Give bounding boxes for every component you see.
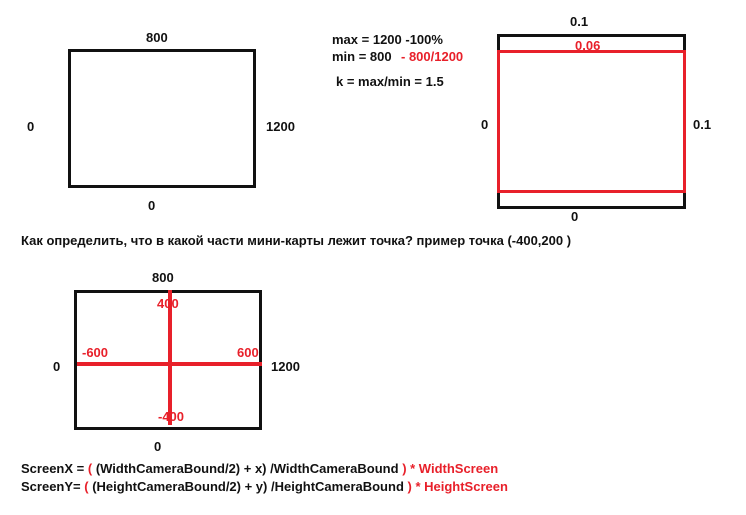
question-text: Как определить, что в какой части мини-к…	[21, 233, 572, 248]
min-note: min = 800	[332, 49, 392, 64]
rect1-right-label: 1200	[266, 119, 295, 134]
rect1-bottom-label: 0	[148, 198, 156, 213]
rect3-top-label: 800	[152, 270, 174, 285]
rect3-bottom-label: 0	[154, 439, 162, 454]
minimap-inner-rect	[497, 50, 686, 193]
formula-x-prefix: ScreenX =	[21, 461, 88, 476]
formula-y-open: (	[84, 479, 93, 494]
axis-right-label: 600	[237, 345, 259, 360]
min-ratio-note: - 800/1200	[401, 49, 464, 64]
rect1-left-label: 0	[27, 119, 35, 134]
formula-screen-x: ScreenX = ( (WidthCameraBound/2) + x) /W…	[21, 462, 498, 475]
horizontal-axis	[77, 362, 262, 366]
formula-x-open: (	[87, 461, 96, 476]
k-note: k = max/min = 1.5	[336, 74, 444, 89]
rect2-left-label: 0	[481, 117, 489, 132]
rect1-top-label: 800	[146, 30, 168, 45]
vertical-axis	[168, 290, 172, 425]
rect2-top-label: 0.1	[570, 14, 589, 29]
rect2-inner-top-label: 0.06	[575, 38, 601, 53]
max-note: max = 1200 -100%	[332, 32, 443, 47]
formula-y-suffix: ) * HeightScreen	[407, 479, 508, 494]
rect3-left-label: 0	[53, 359, 61, 374]
rect2-bottom-label: 0	[571, 209, 579, 224]
formula-x-body: (WidthCameraBound/2) + x) /WidthCameraBo…	[95, 461, 403, 476]
formula-y-prefix: ScreenY=	[21, 479, 85, 494]
screen-rect	[68, 49, 256, 188]
formula-y-body: (HeightCameraBound/2) + y) /HeightCamera…	[92, 479, 408, 494]
axis-top-label: 400	[157, 296, 179, 311]
rect2-right-label: 0.1	[693, 117, 712, 132]
rect3-right-label: 1200	[271, 359, 300, 374]
formula-x-suffix: ) * WidthScreen	[402, 461, 499, 476]
formula-screen-y: ScreenY= ( (HeightCameraBound/2) + y) /H…	[21, 480, 508, 493]
axis-left-label: -600	[82, 345, 109, 360]
axis-bottom-label: -400	[158, 409, 185, 424]
